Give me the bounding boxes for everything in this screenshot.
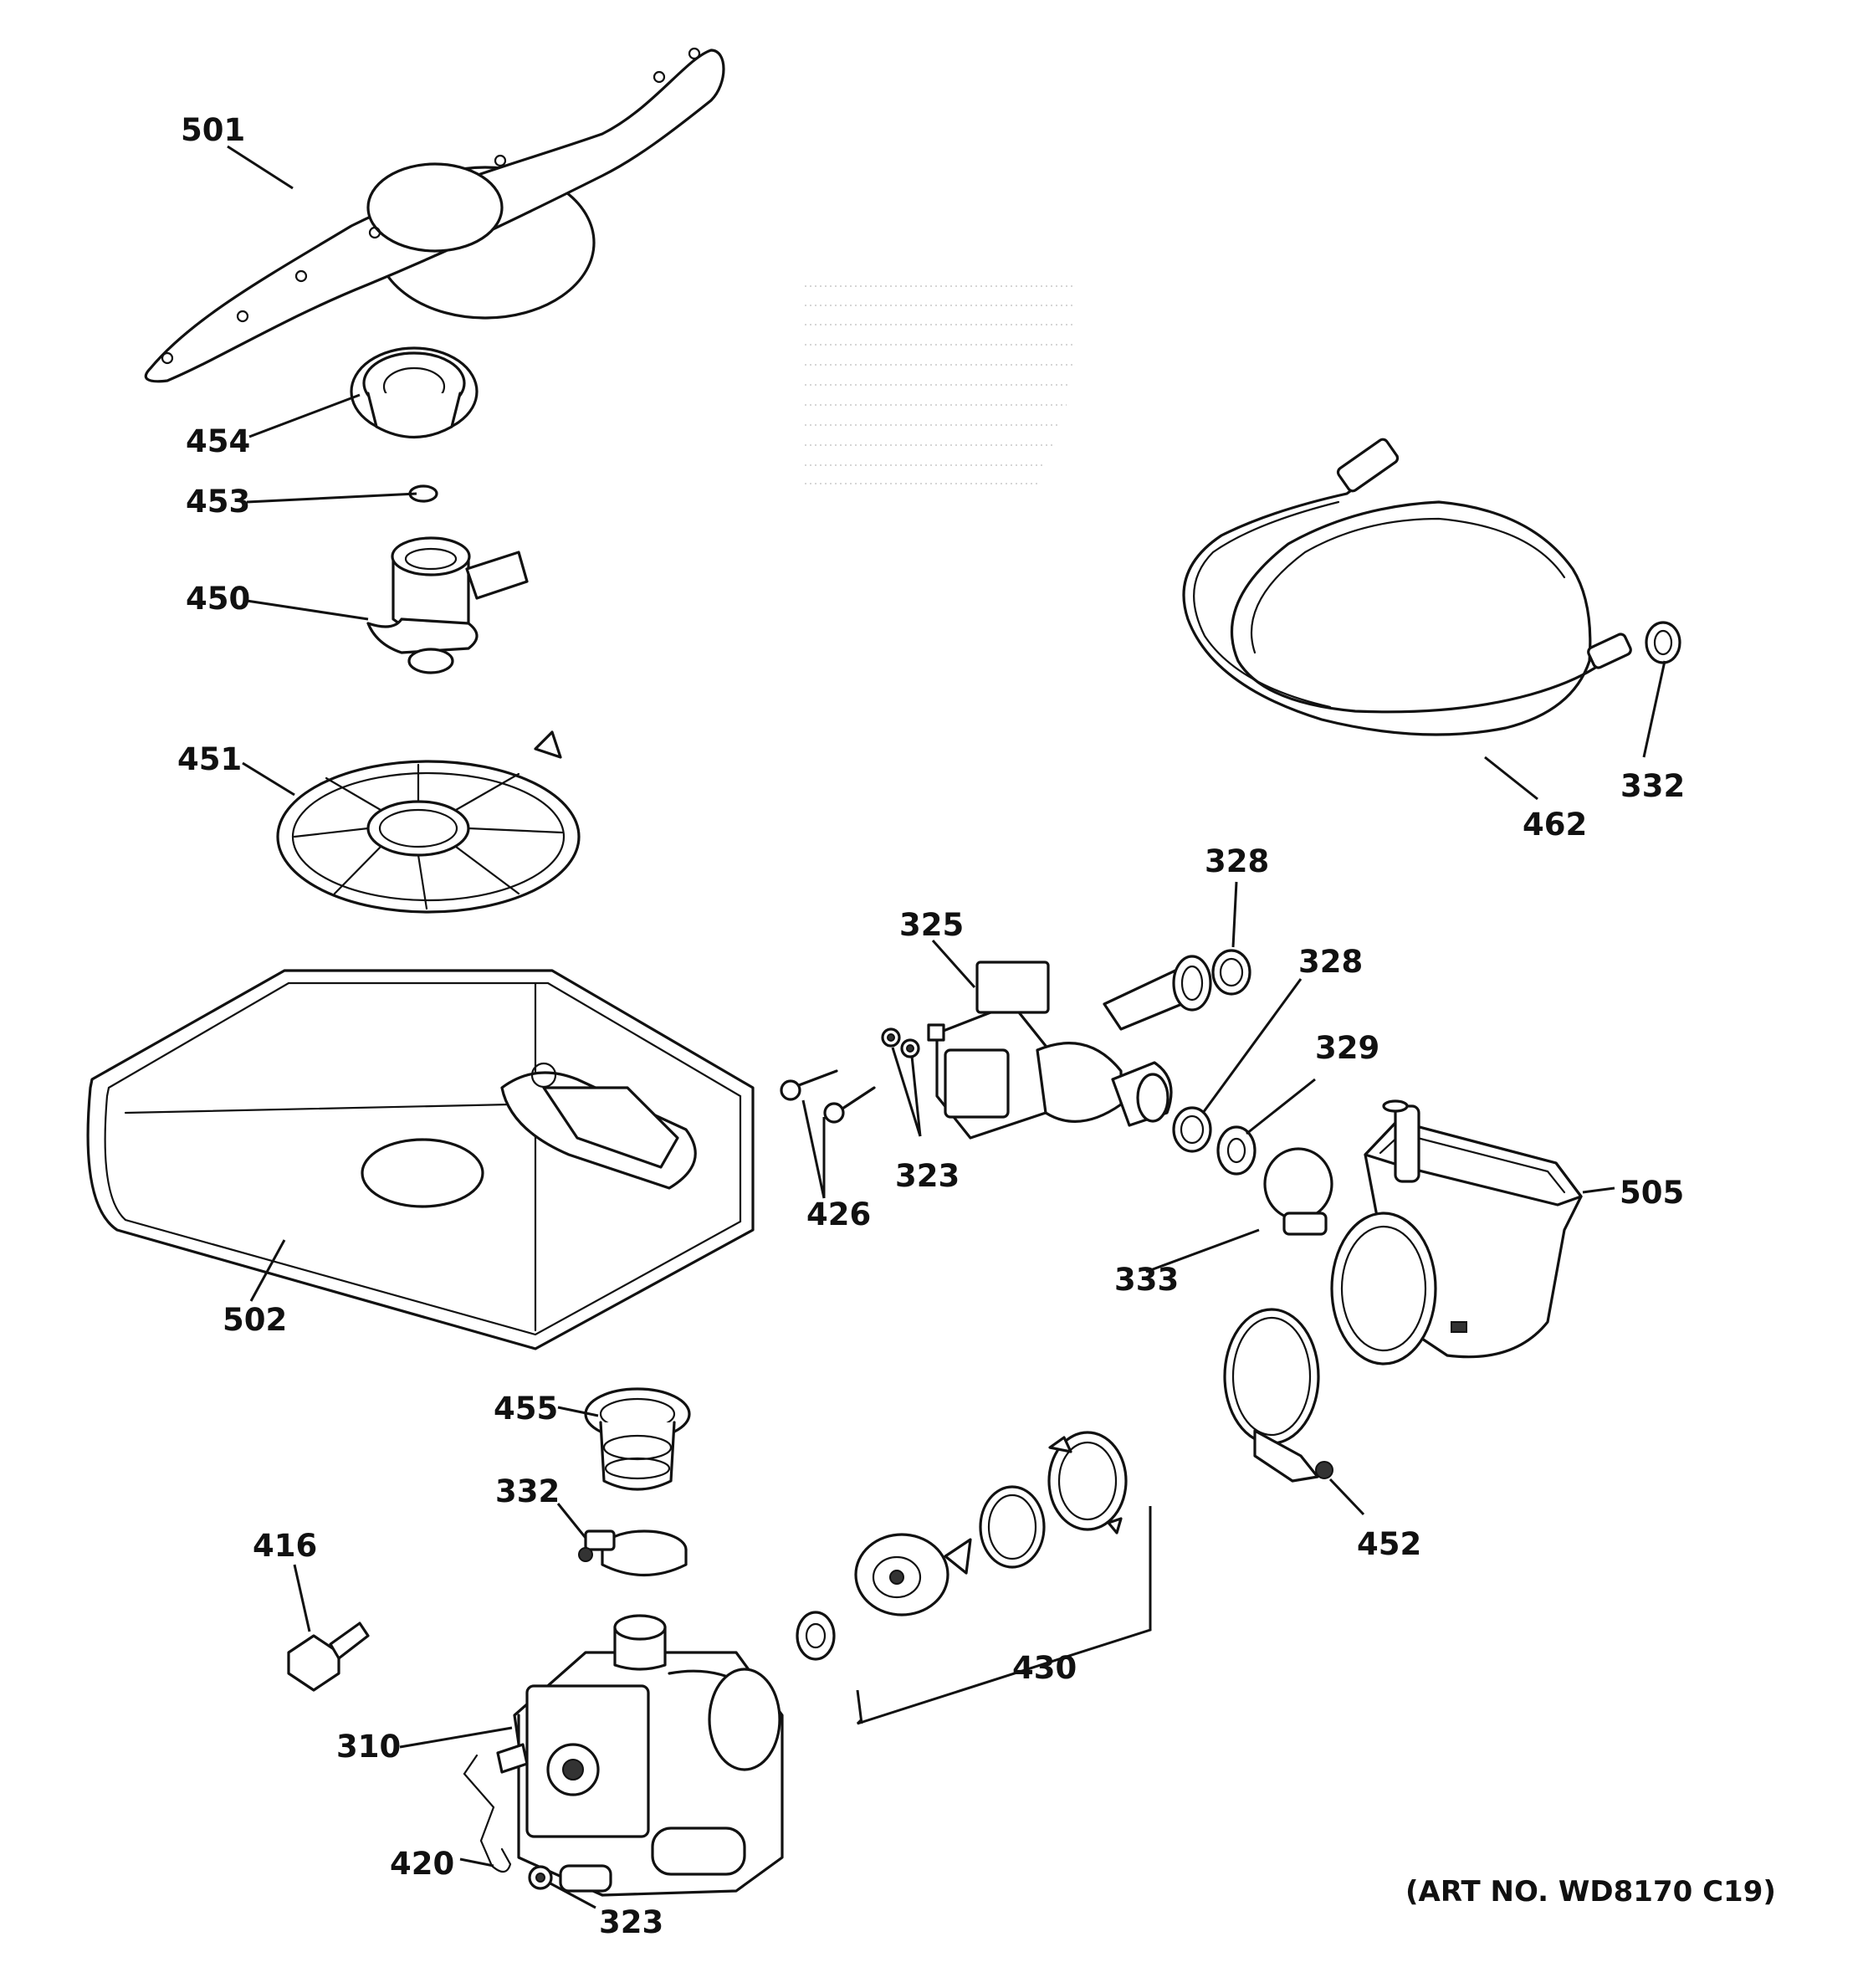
- mounting-screw-icon[interactable]: [287, 1622, 370, 1692]
- callout-455[interactable]: 455: [494, 1391, 558, 1427]
- bellows-seal-icon[interactable]: [584, 1387, 691, 1491]
- callout-332[interactable]: 332: [1620, 768, 1685, 804]
- callout-452[interactable]: 452: [1357, 1526, 1421, 1562]
- sump-housing-icon[interactable]: [1330, 1099, 1583, 1365]
- callout-505[interactable]: 505: [1620, 1175, 1684, 1211]
- callout-420[interactable]: 420: [390, 1846, 454, 1882]
- filter-assembly-icon[interactable]: [276, 730, 581, 914]
- upper-spray-arm-icon[interactable]: [144, 47, 725, 383]
- callout-501[interactable]: 501: [181, 112, 245, 148]
- callout-333[interactable]: 333: [1114, 1262, 1179, 1298]
- impeller-kit-icon[interactable]: [796, 1431, 1128, 1724]
- callout-329[interactable]: 329: [1315, 1030, 1379, 1066]
- screw-icon[interactable]: [780, 1069, 876, 1124]
- callout-323[interactable]: 323: [895, 1158, 960, 1194]
- callout-502[interactable]: 502: [223, 1302, 287, 1338]
- drain-valve-solenoid-icon[interactable]: [927, 955, 1212, 1140]
- callout-453[interactable]: 453: [186, 484, 250, 520]
- callout-450[interactable]: 450: [186, 581, 250, 617]
- sump-cover-plate-icon[interactable]: [86, 969, 755, 1350]
- callout-328[interactable]: 328: [1298, 944, 1363, 980]
- callout-451[interactable]: 451: [177, 741, 242, 777]
- gasket-icon[interactable]: [1172, 1106, 1212, 1153]
- callout-454[interactable]: 454: [186, 423, 250, 459]
- callout-416[interactable]: 416: [253, 1528, 317, 1564]
- retainer-ring-icon[interactable]: [1216, 1125, 1257, 1176]
- ghost-outline: [805, 285, 1075, 484]
- gasket-icon[interactable]: [1211, 949, 1251, 996]
- clamp-icon[interactable]: [1263, 1147, 1333, 1236]
- hose-clamp-icon[interactable]: [578, 1529, 688, 1576]
- callout-462[interactable]: 462: [1523, 807, 1587, 843]
- callout-430[interactable]: 430: [1012, 1650, 1077, 1686]
- diverter-housing-icon[interactable]: [366, 536, 529, 674]
- callout-325[interactable]: 325: [899, 907, 964, 943]
- hose-clamp-icon[interactable]: [1645, 621, 1681, 664]
- callout-426[interactable]: 426: [806, 1196, 871, 1232]
- art-number: (ART NO. WD8170 C19): [1405, 1875, 1776, 1909]
- callout-labels: 501 454 453 450 451 502 455 332 416 310 …: [177, 112, 1776, 1940]
- pump-motor-assembly-icon[interactable]: [496, 1614, 784, 1897]
- callout-332[interactable]: 332: [495, 1473, 560, 1509]
- grommet-pair-icon[interactable]: [881, 1027, 920, 1058]
- drain-hose-icon[interactable]: [1182, 438, 1632, 736]
- grommet-icon[interactable]: [528, 1865, 553, 1890]
- leader-lines: [227, 145, 1666, 1909]
- band-clamp-icon[interactable]: [1223, 1308, 1333, 1483]
- callout-323[interactable]: 323: [599, 1904, 663, 1940]
- spray-arm-hub-icon[interactable]: [350, 346, 479, 439]
- callout-328[interactable]: 328: [1205, 843, 1269, 879]
- wire-spring-clip-icon[interactable]: [463, 1754, 512, 1873]
- callout-310[interactable]: 310: [336, 1729, 401, 1765]
